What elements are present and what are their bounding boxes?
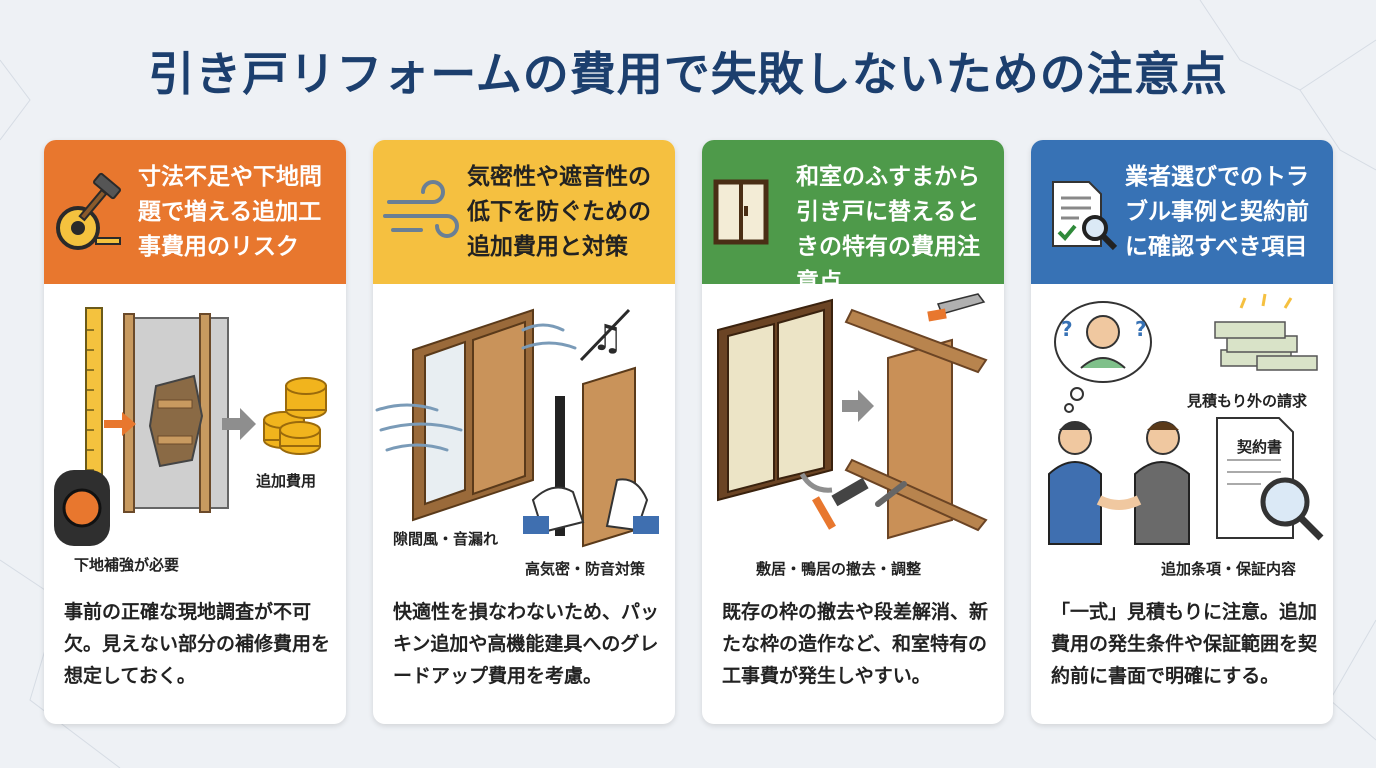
card-body-text: 事前の正確な現地調査が不可欠。見えない部分の補修費用を想定しておく。 [64,601,331,687]
card-body-text: 既存の枠の撤去や段差解消、新たな枠の造作など、和室特有の工事費が発生しやすい。 [722,601,989,687]
contract-handshake-illustration: ? ? [1048,293,1324,545]
tape-measure-hammer-icon [56,172,121,250]
card-header-text: 和室のふすまから引き戸に替えるときの特有の費用注意点 [796,164,980,295]
label-drafts-sound-leak: 隙間風・音漏れ [393,530,499,548]
label-additional-clauses: 追加条項・保証内容 [1161,560,1297,578]
fusuma-replacement-illustration [717,293,988,540]
label-airtight-soundproof: 高気密・防音対策 [525,560,646,578]
door-seal-illustration: ♫ [375,308,659,548]
svg-text:?: ? [1061,317,1073,341]
svg-text:?: ? [1135,317,1147,341]
card-body-text: 「一式」見積もりに注意。追加費用の発生条件や保証範囲を契約前に書面で明確にする。 [1051,601,1318,687]
document-check-icon [1052,181,1118,251]
label-sill-lintel-adjust: 敷居・鴨居の撤去・調整 [756,560,922,578]
svg-text:♫: ♫ [591,318,623,359]
card-header-text: 寸法不足や下地問題で増える追加工事費用のリスク [138,164,322,260]
card-header-text: 気密性や遮音性の低下を防ぐための追加費用と対策 [467,164,651,260]
card-header: 気密性や遮音性の低下を防ぐための追加費用と対策 [373,140,675,284]
card-header: 和室のふすまから引き戸に替えるときの特有の費用注意点 [702,140,1004,295]
label-reinforcement-needed: 下地補強が必要 [74,556,180,574]
card-airtightness-soundproofing: 気密性や遮音性の低下を防ぐための追加費用と対策 ♫ 隙間風・音漏れ 高気密・防音… [373,140,675,724]
card-washitsu-fusuma: 和室のふすまから引き戸に替えるときの特有の費用注意点 敷居・鴨居の撤去・調整 既… [702,140,1004,724]
wind-icon [383,180,459,238]
card-body-text: 快適性を損なわないため、パッキン追加や高機能建具へのグレードアップ費用を考慮。 [393,601,660,687]
fusuma-icon [713,179,769,245]
label-contract: 契約書 [1237,438,1283,456]
card-header: 寸法不足や下地問題で増える追加工事費用のリスク [44,140,346,284]
label-additional-cost: 追加費用 [256,472,317,490]
wall-repair-illustration [54,307,327,546]
card-contractor-trouble: 業者選びでのトラブル事例と契約前に確認すべき項目 ? ? 見積もり外の請求 契約… [1031,140,1333,724]
label-unexpected-billing: 見積もり外の請求 [1187,392,1308,410]
card-header-text: 業者選びでのトラブル事例と契約前に確認すべき項目 [1125,164,1309,260]
card-header: 業者選びでのトラブル事例と契約前に確認すべき項目 [1031,140,1333,284]
page-title: 引き戸リフォームの費用で失敗しないための注意点 [148,47,1228,101]
card-additional-work-risk: 寸法不足や下地問題で増える追加工事費用のリスク 下地補強が必要 追加費用 事前の… [44,140,346,724]
